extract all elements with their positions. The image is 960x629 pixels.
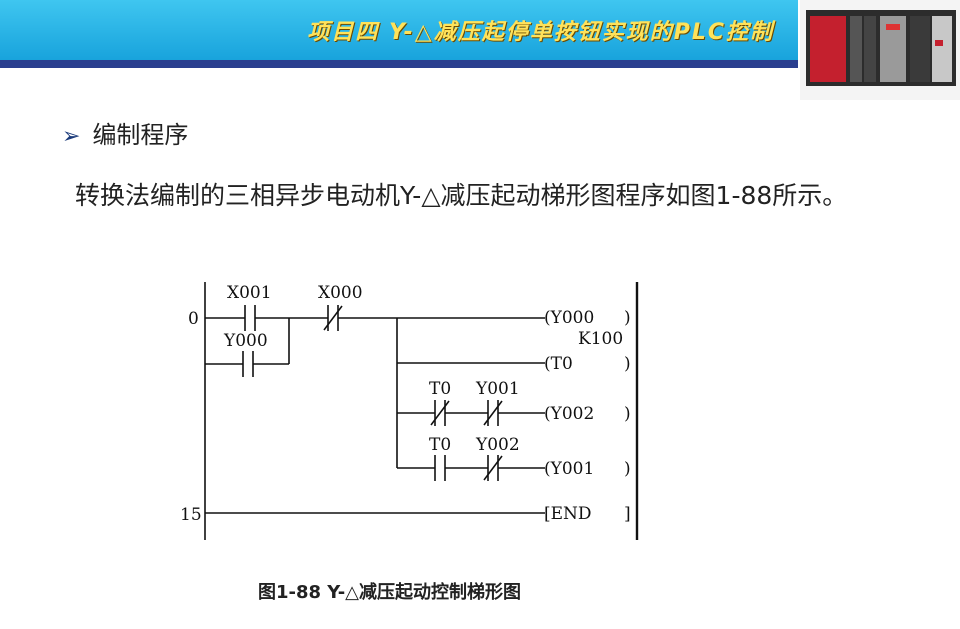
contact-label: X000 <box>318 283 363 303</box>
step-number: 15 <box>180 505 202 525</box>
plc-hardware-image <box>800 0 960 100</box>
contact-label: T0 <box>429 435 451 455</box>
timer-setting: K100 <box>578 329 623 349</box>
header-rule <box>0 60 798 68</box>
coil-close: ] <box>624 504 631 524</box>
coil-close: ) <box>624 404 631 424</box>
contact-label: T0 <box>429 379 451 399</box>
contact-label: Y000 <box>223 331 268 351</box>
end-instruction: [END <box>544 504 592 524</box>
contact-label: Y002 <box>475 435 520 455</box>
body-paragraph: 转换法编制的三相异步电动机Y-△减压起动梯形图程序如图1-88所示。 <box>75 181 848 210</box>
coil-label: (T0 <box>544 354 573 374</box>
section-heading: ➢ 编制程序 <box>62 115 188 150</box>
contact-label: Y001 <box>475 379 520 399</box>
contact-label: X001 <box>227 283 272 303</box>
coil-close: ) <box>624 308 631 328</box>
coil-close: ) <box>624 459 631 479</box>
coil-close: ) <box>624 354 631 374</box>
section-heading-text: 编制程序 <box>92 121 189 149</box>
coil-label: (Y001 <box>544 459 594 479</box>
step-number: 0 <box>188 309 199 329</box>
figure-caption: 图1-88 Y-△减压起动控制梯形图 <box>258 582 522 603</box>
header-title: 项目四 Y-△减压起停单按钮实现的PLC控制 <box>307 20 774 45</box>
coil-label: (Y002 <box>544 404 594 424</box>
header-bar: 项目四 Y-△减压起停单按钮实现的PLC控制 <box>0 0 798 60</box>
coil-label: (Y000 <box>544 308 594 328</box>
arrow-bullet-icon: ➢ <box>62 124 81 149</box>
